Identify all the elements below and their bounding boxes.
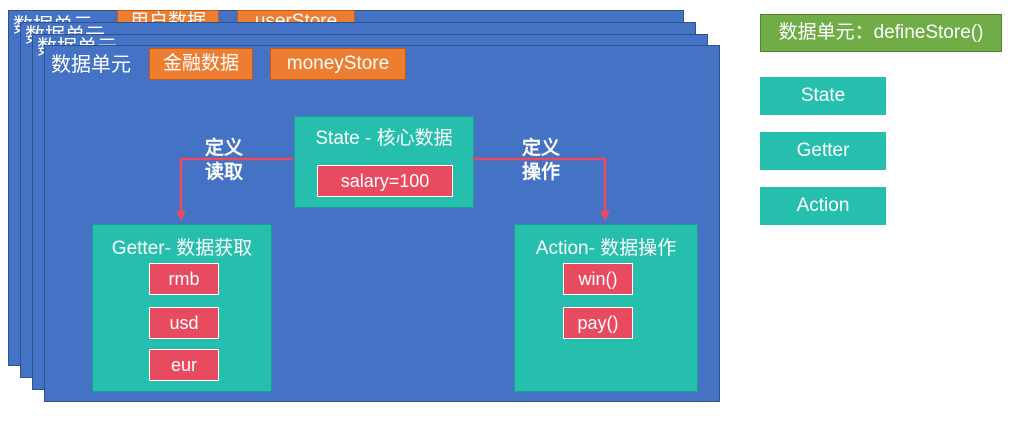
card-store-name: moneyStore [270, 48, 406, 80]
getter-item-usd: usd [149, 307, 219, 339]
getter-block: Getter- 数据获取 rmb usd eur [92, 224, 272, 392]
getter-item-eur: eur [149, 349, 219, 381]
verb-define-left: 定义 [205, 138, 244, 159]
verb-read: 读取 [205, 162, 244, 183]
data-unit-card-front: 数据单元 金融数据 moneyStore State - 核心数据 salary… [44, 45, 720, 402]
getter-title: Getter- 数据获取 [111, 238, 253, 259]
getter-item-rmb: rmb [149, 263, 219, 295]
card-tag: 金融数据 [149, 48, 253, 80]
legend-item-getter: Getter [760, 132, 886, 170]
state-title: State - 核心数据 [315, 128, 453, 149]
action-item-pay: pay() [563, 307, 633, 339]
action-title: Action- 数据操作 [535, 238, 677, 259]
legend-item-state: State [760, 77, 886, 115]
legend-header: 数据单元：defineStore() [760, 14, 1002, 52]
legend-item-action: Action [760, 187, 886, 225]
action-item-win: win() [563, 263, 633, 295]
state-value: salary=100 [317, 165, 453, 197]
verb-define-right: 定义 [522, 138, 561, 159]
action-block: Action- 数据操作 win() pay() [514, 224, 698, 392]
verb-operate: 操作 [522, 162, 561, 183]
state-block: State - 核心数据 salary=100 [294, 116, 474, 208]
card-label: 数据单元 [51, 54, 131, 76]
